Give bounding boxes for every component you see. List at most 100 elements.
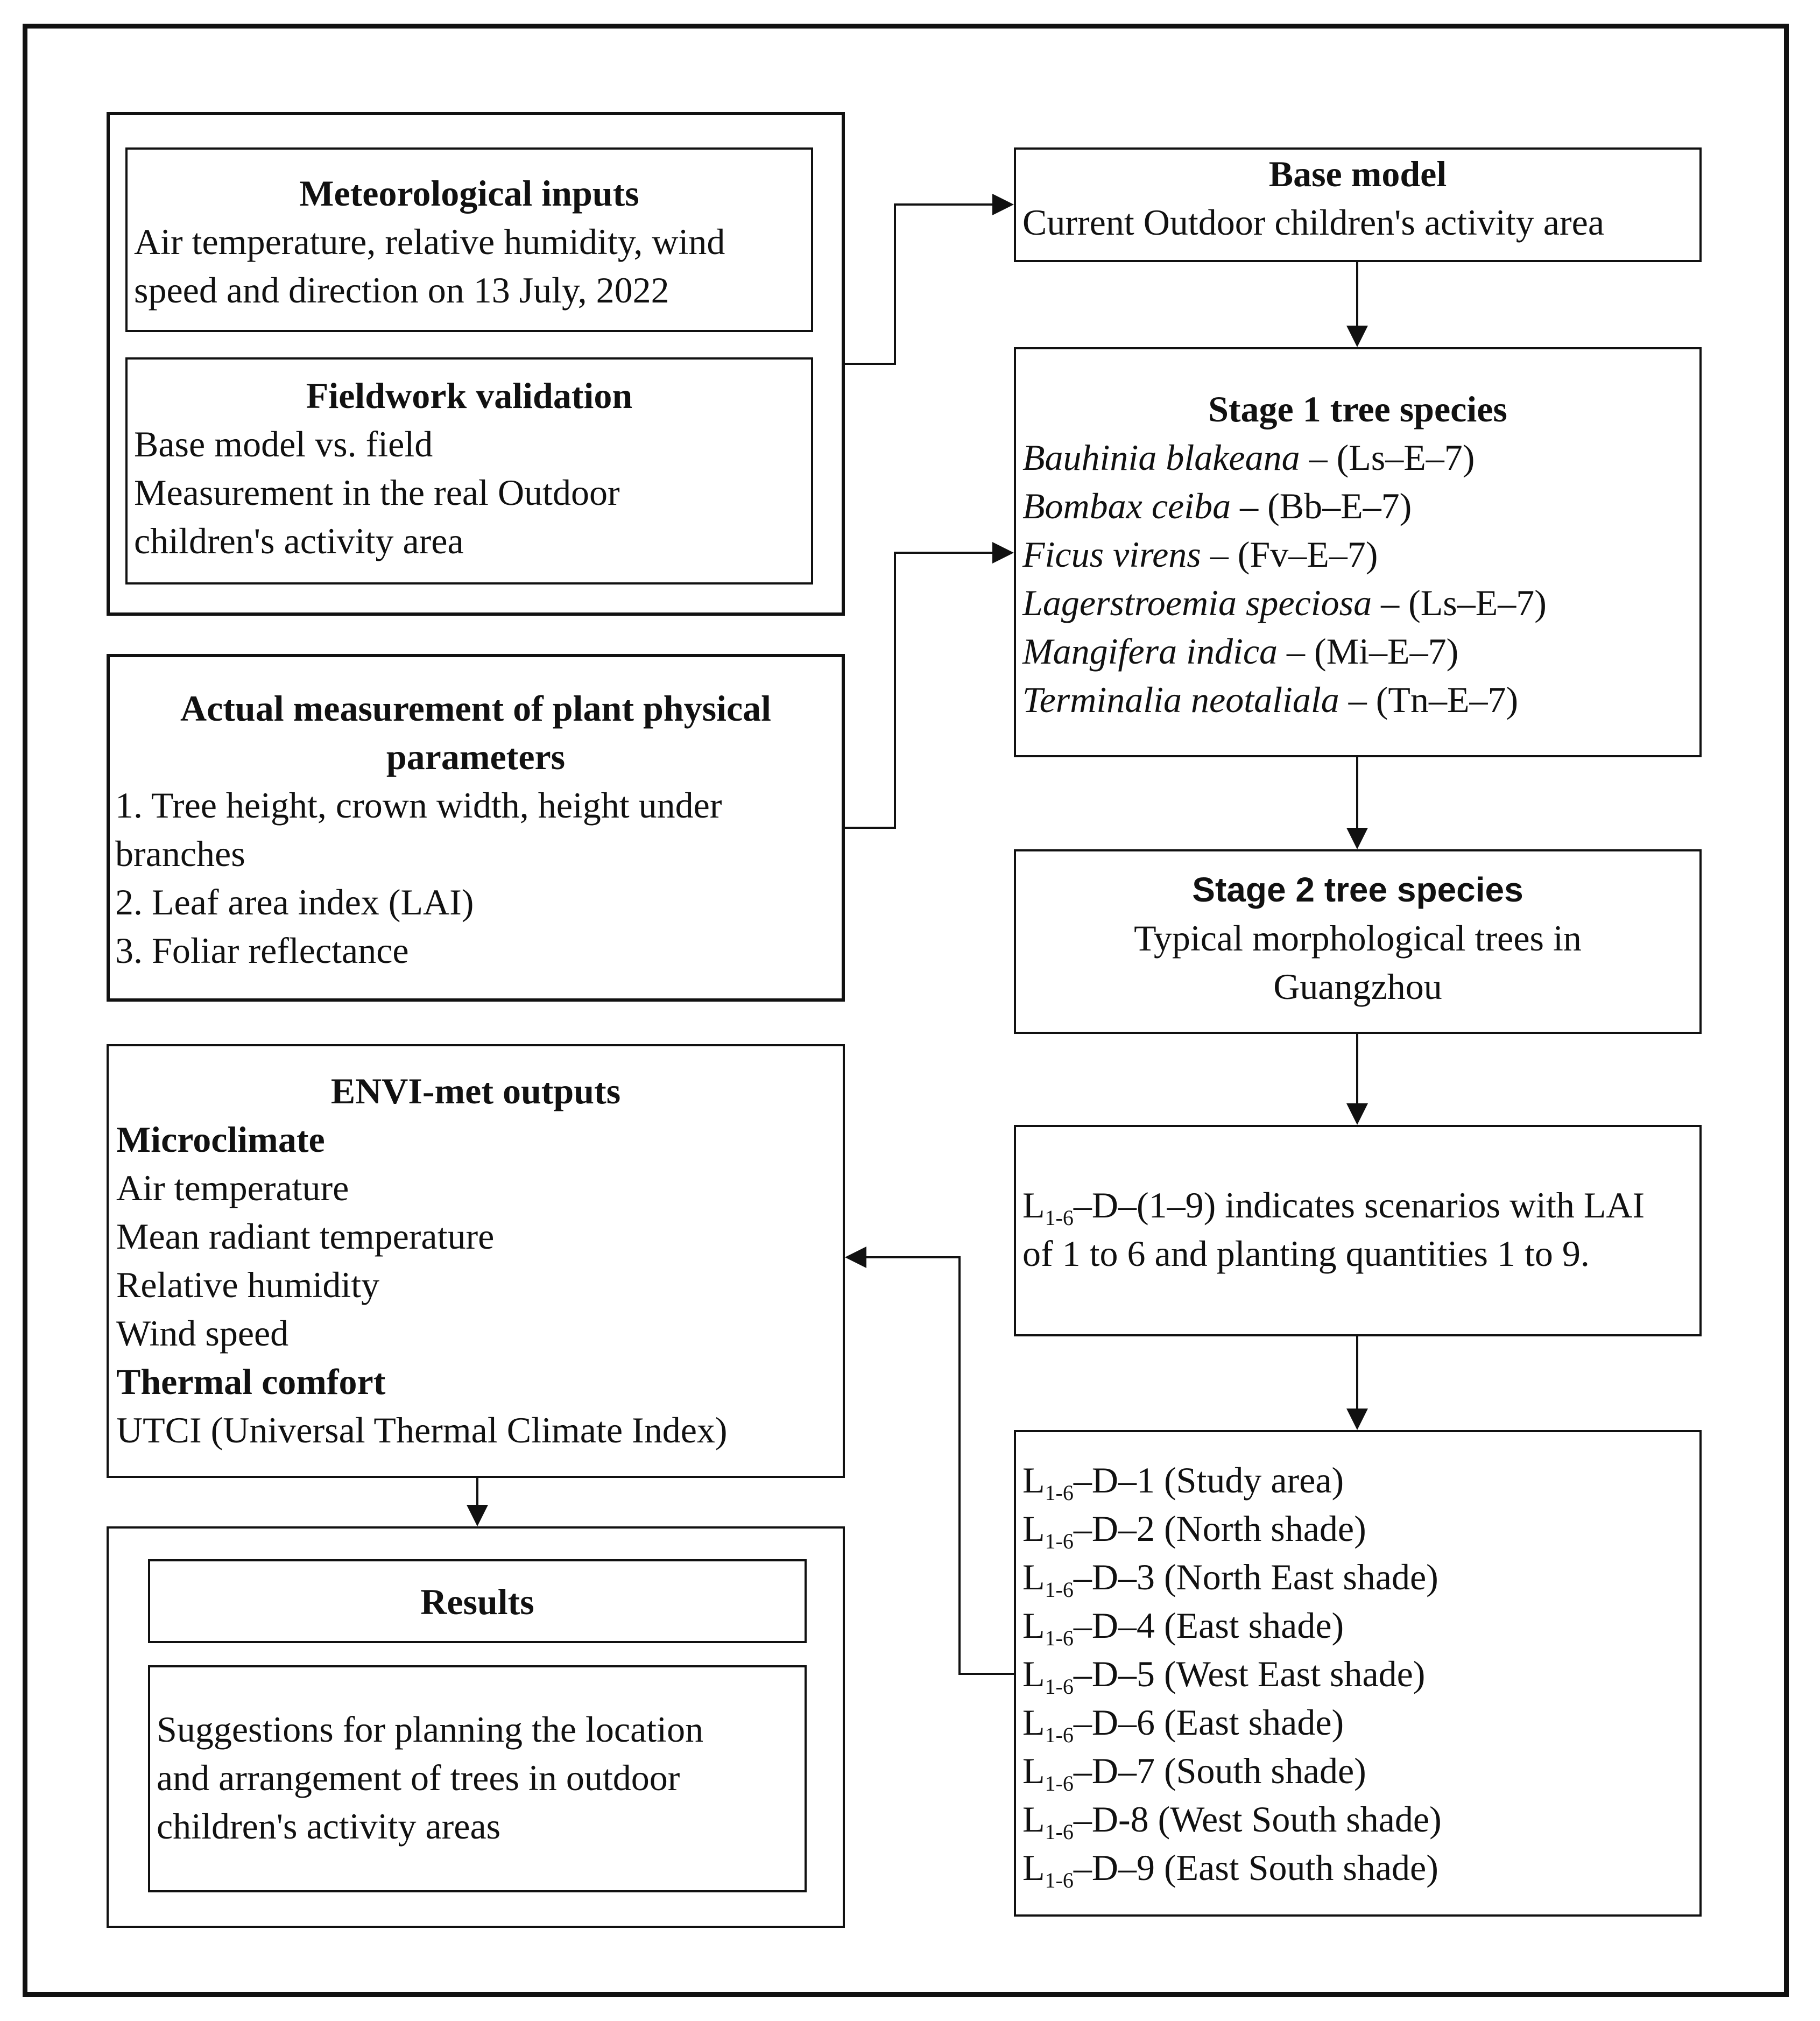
lai-scenarios-box: L1-6–D–(1–9) indicates scenarios with LA… — [1014, 1125, 1702, 1336]
stage1-species: Ficus virens – (Fv–E–7) — [1016, 530, 1699, 579]
results-title-box: Results — [148, 1559, 807, 1643]
lai-prefix: L — [1022, 1185, 1045, 1226]
meteorological-line: Air temperature, relative humidity, wind — [134, 221, 725, 262]
scenario-subscript: 1-6 — [1045, 1771, 1074, 1795]
species-code: – (Ls–E–7) — [1300, 437, 1475, 478]
scenario-prefix: L — [1022, 1847, 1045, 1888]
results-line: children's activity areas — [157, 1806, 501, 1847]
plant-measurement-line: 1. Tree height, crown width, height unde… — [115, 785, 722, 826]
scenario-subscript: 1-6 — [1045, 1868, 1074, 1892]
microclimate-item: Mean radiant temperature — [116, 1216, 495, 1257]
envi-met-outputs-title: ENVI-met outputs — [330, 1071, 621, 1111]
species-code: – (Bb–E–7) — [1231, 485, 1412, 526]
thermal-comfort-heading: Thermal comfort — [116, 1361, 386, 1402]
scenario-list: L1-6–D–1 (Study area)L1-6–D–2 (North sha… — [1016, 1456, 1699, 1892]
fieldwork-line: Base model vs. field — [134, 424, 433, 464]
scenario-subscript: 1-6 — [1045, 1626, 1074, 1650]
scenario-label: –D–7 (South shade) — [1073, 1750, 1366, 1791]
arrow-inputs-to-base-model — [845, 194, 1014, 365]
scenario-subscript: 1-6 — [1045, 1674, 1074, 1699]
scenario-item: L1-6–D–5 (West East shade) — [1022, 1650, 1699, 1698]
meteorological-line: speed and direction on 13 July, 2022 — [134, 270, 669, 311]
scenario-subscript: 1-6 — [1045, 1529, 1074, 1553]
results-title: Results — [420, 1581, 534, 1622]
species-code: – (Fv–E–7) — [1201, 534, 1378, 575]
fieldwork-validation-title: Fieldwork validation — [306, 375, 633, 416]
scenario-label: –D–3 (North East shade) — [1073, 1557, 1438, 1597]
scenario-label: –D–5 (West East shade) — [1073, 1653, 1426, 1694]
scenario-label: –D–4 (East shade) — [1073, 1605, 1344, 1646]
base-model-text: Current Outdoor children's activity area — [1022, 202, 1604, 243]
scenario-subscript: 1-6 — [1045, 1723, 1074, 1747]
scenario-item: L1-6–D–4 (East shade) — [1022, 1601, 1699, 1650]
microclimate-item: Relative humidity — [116, 1264, 380, 1305]
stage2-line: Typical morphological trees in — [1134, 918, 1582, 959]
lai-subscript: 1-6 — [1045, 1206, 1074, 1230]
plant-measurement-line: 3. Foliar reflectance — [115, 930, 409, 971]
scenario-prefix: L — [1022, 1750, 1045, 1791]
stage2-box: Stage 2 tree species Typical morphologic… — [1014, 849, 1702, 1034]
species-name: Mangifera indica — [1022, 631, 1278, 672]
scenario-item: L1-6–D–1 (Study area) — [1022, 1456, 1699, 1504]
arrow-scenarios-to-envi — [845, 1247, 1014, 1675]
scenario-subscript: 1-6 — [1045, 1820, 1074, 1844]
stage1-species: Terminalia neotaliala – (Tn–E–7) — [1016, 675, 1699, 724]
scenario-item: L1-6–D-8 (West South shade) — [1022, 1795, 1699, 1843]
lai-line-2: of 1 to 6 and planting quantities 1 to 9… — [1022, 1233, 1590, 1274]
stage1-title: Stage 1 tree species — [1208, 389, 1507, 429]
stage1-species: Mangifera indica – (Mi–E–7) — [1016, 627, 1699, 675]
results-line: Suggestions for planning the location — [157, 1709, 704, 1750]
scenario-item: L1-6–D–6 (East shade) — [1022, 1698, 1699, 1747]
scenario-prefix: L — [1022, 1702, 1045, 1743]
results-suggestions-box: Suggestions for planning the location an… — [148, 1665, 807, 1892]
scenario-label: –D–1 (Study area) — [1073, 1460, 1344, 1501]
scenario-label: –D-8 (West South shade) — [1073, 1799, 1442, 1840]
stage2-line: Guangzhou — [1273, 966, 1442, 1007]
species-code: – (Tn–E–7) — [1339, 679, 1519, 720]
fieldwork-line: Measurement in the real Outdoor — [134, 472, 620, 513]
stage1-species: Bauhinia blakeana – (Ls–E–7) — [1016, 433, 1699, 482]
scenario-item: L1-6–D–7 (South shade) — [1022, 1747, 1699, 1795]
species-name: Bombax ceiba — [1022, 485, 1231, 526]
species-code: – (Ls–E–7) — [1372, 582, 1547, 623]
scenario-subscript: 1-6 — [1045, 1578, 1074, 1602]
scenario-prefix: L — [1022, 1460, 1045, 1501]
species-name: Ficus virens — [1022, 534, 1201, 575]
outer-frame — [23, 24, 1789, 1997]
species-name: Bauhinia blakeana — [1022, 437, 1300, 478]
lai-line-1-rest: –D–(1–9) indicates scenarios with LAI — [1073, 1185, 1645, 1226]
microclimate-item: Air temperature — [116, 1167, 349, 1208]
scenario-label: –D–6 (East shade) — [1073, 1702, 1344, 1743]
scenario-list-box: L1-6–D–1 (Study area)L1-6–D–2 (North sha… — [1014, 1430, 1702, 1917]
plant-measurement-line: branches — [115, 833, 245, 874]
microclimate-heading: Microclimate — [116, 1119, 325, 1160]
stage2-title: Stage 2 tree species — [1192, 870, 1523, 909]
meteorological-inputs-box: Meteorological inputs Air temperature, r… — [125, 147, 813, 332]
stage1-species: Bombax ceiba – (Bb–E–7) — [1016, 482, 1699, 530]
scenario-label: –D–2 (North shade) — [1073, 1508, 1366, 1549]
meteorological-inputs-title: Meteorological inputs — [299, 173, 639, 214]
scenario-item: L1-6–D–2 (North shade) — [1022, 1504, 1699, 1553]
scenario-subscript: 1-6 — [1045, 1481, 1074, 1505]
thermal-comfort-item: UTCI (Universal Thermal Climate Index) — [116, 1410, 728, 1450]
plant-measurement-title: parameters — [386, 736, 566, 777]
scenario-item: L1-6–D–9 (East South shade) — [1022, 1843, 1699, 1892]
scenario-prefix: L — [1022, 1557, 1045, 1597]
species-name: Lagerstroemia speciosa — [1022, 582, 1372, 623]
scenario-item: L1-6–D–3 (North East shade) — [1022, 1553, 1699, 1601]
stage1-box: Stage 1 tree species Bauhinia blakeana –… — [1014, 347, 1702, 757]
envi-met-outputs-box: ENVI-met outputs Microclimate Air temper… — [107, 1044, 845, 1478]
results-line: and arrangement of trees in outdoor — [157, 1757, 680, 1798]
scenario-prefix: L — [1022, 1799, 1045, 1840]
arrow-measurement-to-stage1 — [845, 542, 1014, 829]
fieldwork-validation-box: Fieldwork validation Base model vs. fiel… — [125, 357, 813, 585]
base-model-title: Base model — [1268, 153, 1447, 194]
base-model-box: Base model Current Outdoor children's ac… — [1014, 147, 1702, 262]
scenario-prefix: L — [1022, 1605, 1045, 1646]
stage1-species: Lagerstroemia speciosa – (Ls–E–7) — [1016, 579, 1699, 627]
species-code: – (Mi–E–7) — [1278, 631, 1459, 672]
scenario-prefix: L — [1022, 1508, 1045, 1549]
plant-measurement-line: 2. Leaf area index (LAI) — [115, 882, 474, 923]
fieldwork-line: children's activity area — [134, 520, 464, 561]
